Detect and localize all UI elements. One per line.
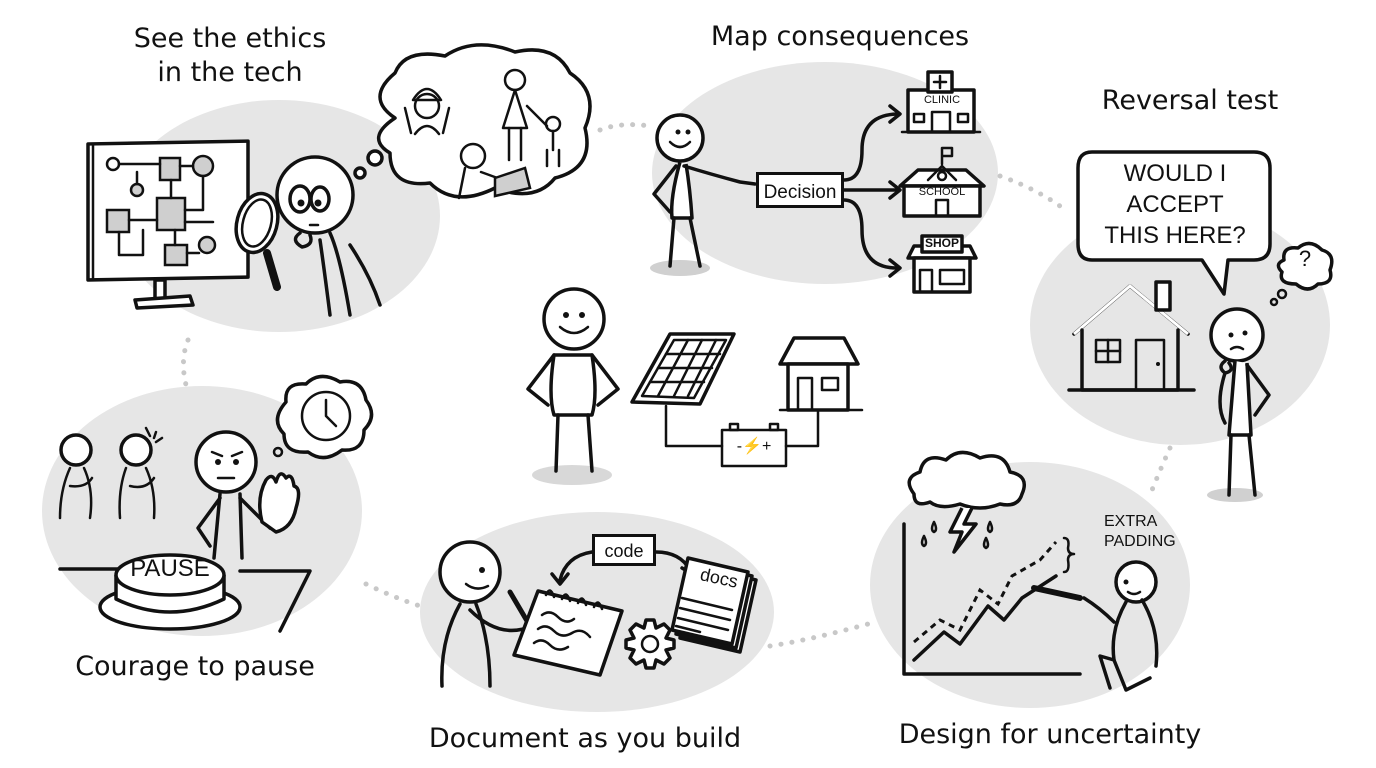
writing-person-figure: [438, 540, 534, 688]
uncertainty-chart: [902, 522, 1082, 676]
pause-button-table: [58, 553, 312, 633]
panel-title-map-consequences: Map consequences: [710, 21, 970, 52]
pause-button: PAUSE: [130, 555, 210, 582]
thought-question-mark: ?: [1298, 246, 1312, 271]
notepad-icon: [512, 589, 624, 677]
pointing-person-figure: [650, 113, 757, 276]
outcome-label-school: SCHOOL: [918, 186, 966, 198]
solar-panel-battery-house-diagram: [630, 332, 864, 468]
pondering-person-figure: [1207, 307, 1271, 502]
speech-bubble: [1076, 150, 1272, 296]
worried-colleagues-figures: [58, 426, 164, 520]
annotation-line: PADDING: [1104, 533, 1176, 550]
extra-padding-annotation: EXTRA PADDING: [1104, 512, 1176, 552]
panel-title-see-ethics: See the ethics in the tech: [110, 22, 350, 90]
stopping-person-figure: [194, 430, 301, 560]
outcome-label-clinic: CLINIC: [923, 94, 961, 106]
gear-icon: [624, 618, 676, 670]
decision-box: Decision: [756, 172, 844, 208]
panel-title-document-build: Document as you build: [428, 723, 742, 754]
storm-cloud-icon: [907, 450, 1026, 554]
thought-bubble-clock: [272, 374, 374, 460]
speech-bubble-text: WOULD I ACCEPT THIS HERE?: [1080, 158, 1270, 251]
thinking-person-figure: [275, 155, 382, 317]
title-line: See the ethics: [133, 23, 327, 54]
decision-branch-arrows: [842, 104, 902, 278]
panel-title-reversal-test: Reversal test: [1101, 85, 1279, 116]
battery-label: -⚡+: [736, 438, 772, 455]
speech-line: THIS HERE?: [1104, 222, 1246, 249]
docs-stack-icon: [670, 556, 758, 654]
kneeling-drawing-person-figure: [1031, 560, 1159, 692]
clinic-building-icon: [900, 70, 982, 134]
code-box: code: [592, 534, 656, 566]
speech-line: WOULD I: [1123, 160, 1227, 187]
title-line: in the tech: [157, 57, 303, 88]
thought-bubble-stakeholders: [353, 43, 592, 200]
outcome-label-shop: SHOP: [924, 236, 959, 250]
shop-building-icon: [906, 234, 978, 294]
school-building-icon: [898, 146, 986, 218]
magnifying-glass-icon: [234, 191, 281, 291]
confident-engineer-figure: [526, 287, 620, 485]
panel-title-courage-pause: Courage to pause: [75, 651, 315, 682]
annotation-line: EXTRA: [1104, 513, 1158, 530]
question-thought-bubble: [1269, 241, 1334, 307]
panel-title-design-uncertainty: Design for uncertainty: [898, 719, 1202, 750]
speech-line: ACCEPT: [1126, 191, 1224, 218]
house-icon: [1067, 280, 1196, 392]
